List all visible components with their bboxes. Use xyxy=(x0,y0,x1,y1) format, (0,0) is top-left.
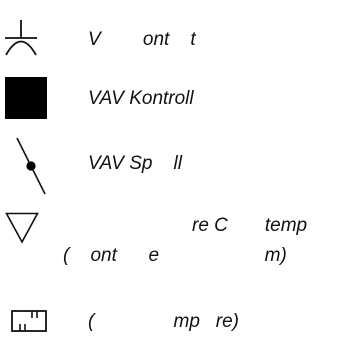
legend-item-damper: ( mp re) xyxy=(0,278,339,345)
legend-item-valve-contact: V ont t xyxy=(0,0,339,64)
legend-label-line-1: ( mp re) xyxy=(88,311,239,332)
legend-label-line-1: VAV Sp ll xyxy=(88,153,182,174)
legend-label-line-1: VAV Kontroll xyxy=(88,88,194,109)
valve-contact-icon xyxy=(5,20,37,56)
triangle-down-icon xyxy=(5,212,39,244)
legend-item-vav-spjall: VAV Sp ll xyxy=(0,132,339,198)
spring-valve-icon xyxy=(16,137,46,195)
damper-box-icon xyxy=(11,310,47,332)
legend-label-line-2: ( ont e m) xyxy=(63,245,287,266)
legend-item-temperature: re C temp ( ont e m) xyxy=(0,198,339,278)
legend-label-line-1: V ont t xyxy=(88,29,196,50)
filled-square-icon xyxy=(5,77,47,119)
legend-item-vav-kontroll: VAV Kontroll xyxy=(0,64,339,132)
legend-label-line-1: re C temp xyxy=(192,215,308,236)
